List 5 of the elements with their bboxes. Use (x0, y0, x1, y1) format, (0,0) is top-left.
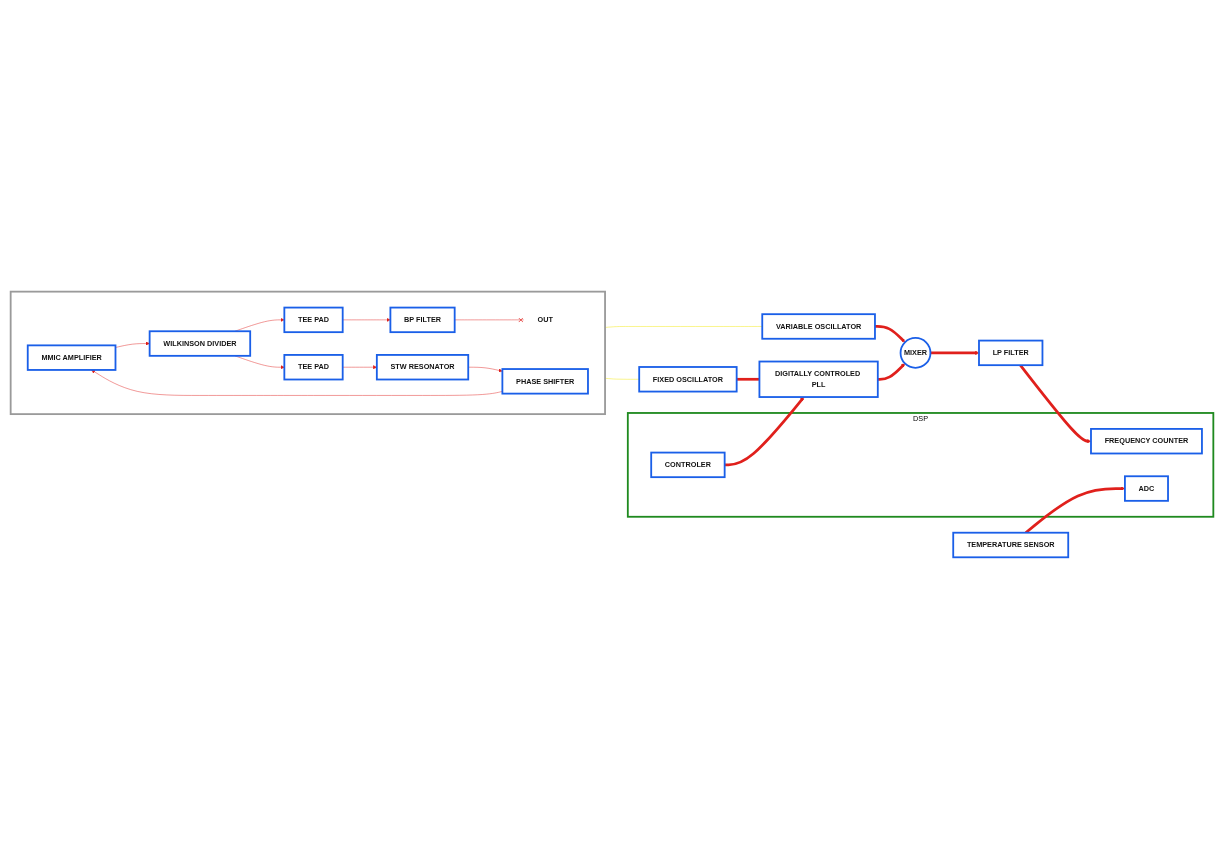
arrow (724, 396, 805, 467)
connector (736, 377, 760, 381)
arrow (877, 363, 906, 381)
arrow (874, 325, 906, 343)
cluster (9, 290, 606, 416)
